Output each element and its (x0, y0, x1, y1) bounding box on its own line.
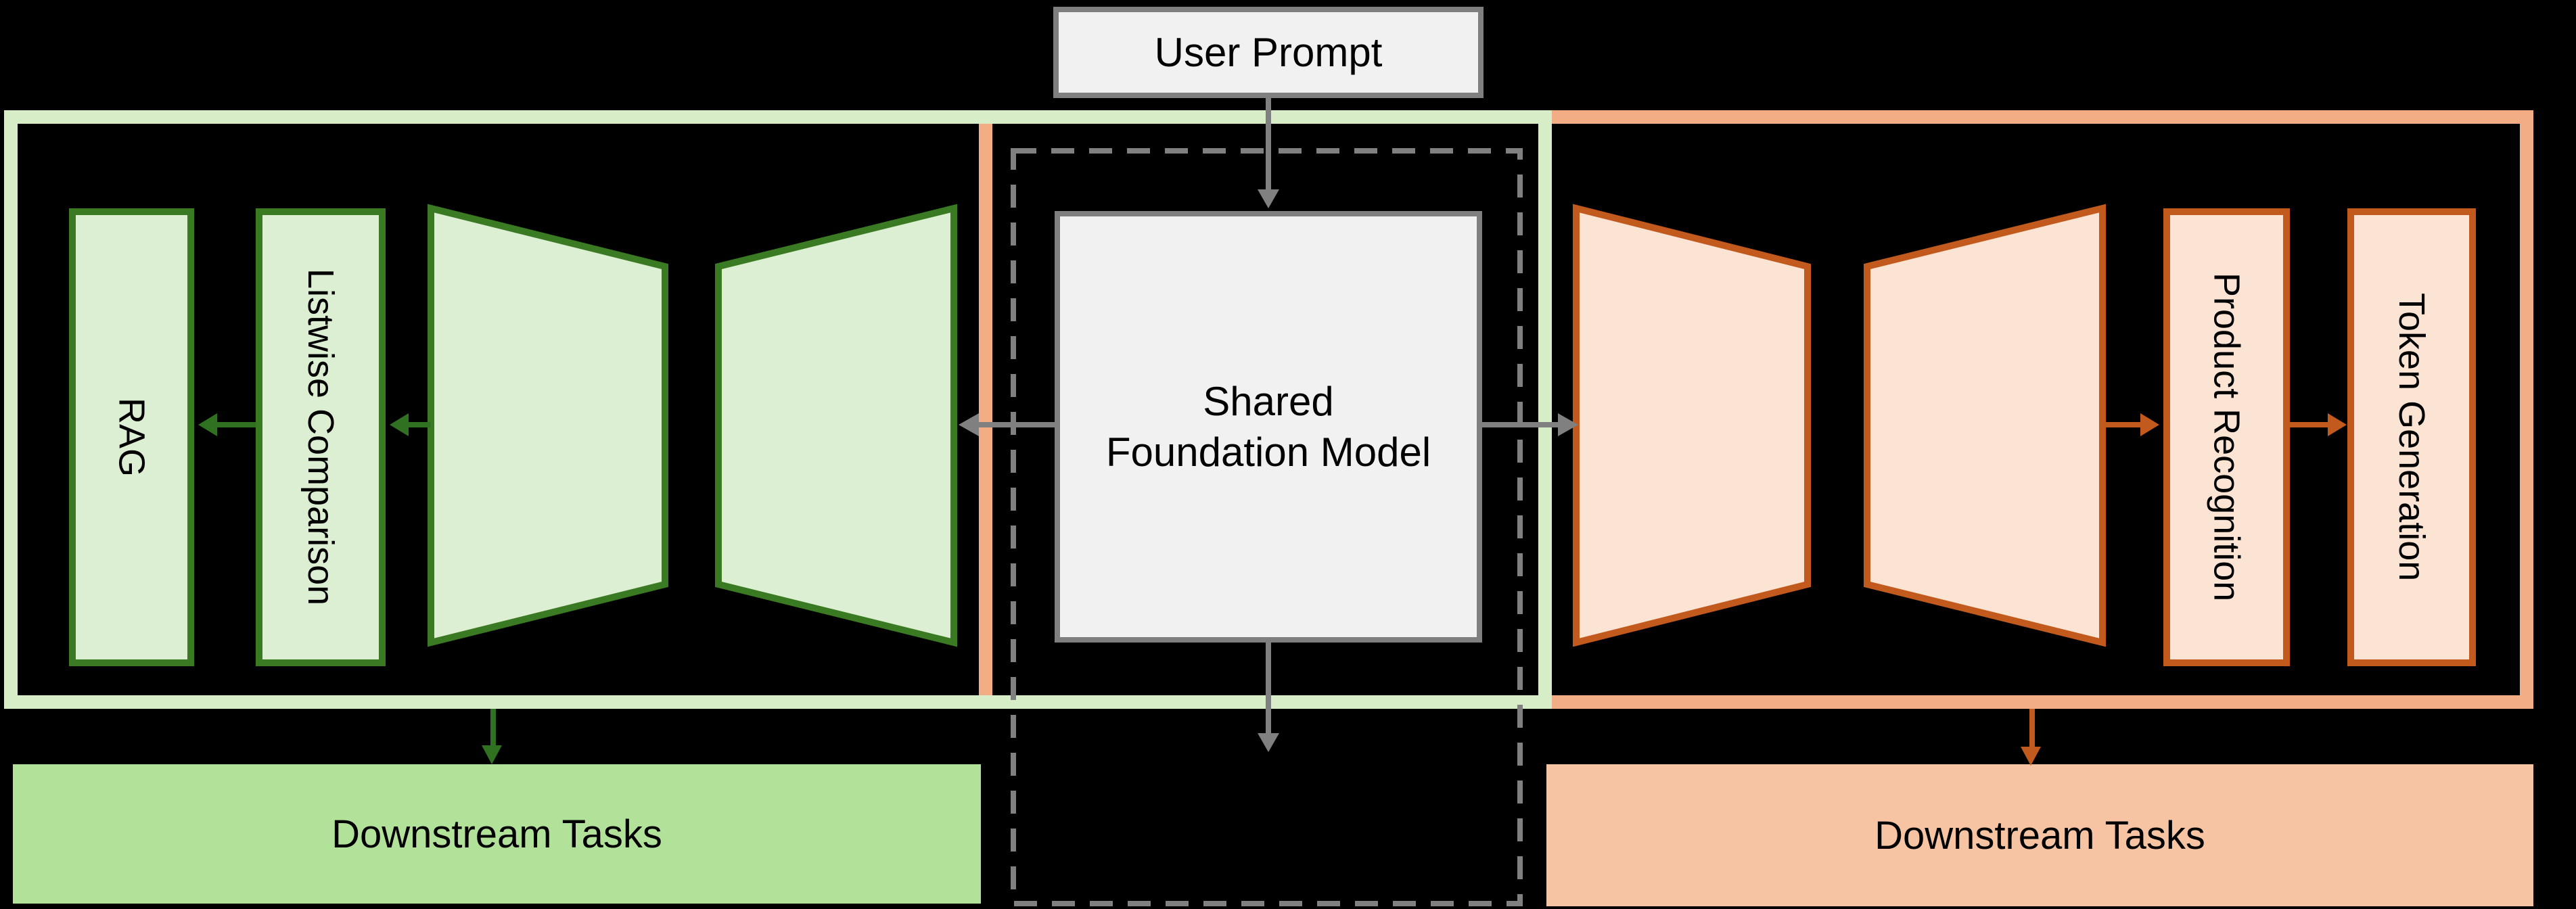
green-downstream-tasks-bar: Downstream Tasks (13, 764, 981, 904)
green-encoder-shape (715, 204, 957, 647)
arrow-right-head (2140, 413, 2159, 436)
user-prompt-label: User Prompt (1154, 30, 1383, 75)
listwise-comparison-label: Listwise Comparison (300, 269, 341, 606)
shared-region-dashed-outline (1011, 148, 1523, 906)
token-generation-box: Token Generation (2347, 208, 2476, 666)
arrow-down-head (1258, 733, 1279, 752)
product-recognition-label: Product Recognition (2206, 273, 2247, 602)
rag-label: RAG (111, 397, 152, 477)
token-generation-label: Token Generation (2391, 293, 2432, 582)
green-encoder-trapezoid (715, 204, 957, 647)
user-prompt-box: User Prompt (1053, 7, 1484, 98)
orange-encoder-shape (1573, 204, 1811, 647)
orange-downstream-tasks-label: Downstream Tasks (1874, 813, 2205, 858)
listwise-comparison-box: Listwise Comparison (256, 208, 386, 666)
orange-decoder-trapezoid (1864, 204, 2106, 647)
green-decoder-shape (428, 204, 668, 647)
arrow-right-head (1558, 413, 1578, 436)
green-decoder-trapezoid (428, 204, 668, 647)
orange-downstream-tasks-bar: Downstream Tasks (1546, 764, 2533, 906)
arrow-left-head (198, 413, 217, 436)
orange-encoder-trapezoid (1573, 204, 1811, 647)
arrow-down-head (2021, 747, 2041, 766)
arrow-down-head (1258, 189, 1279, 208)
dashed-rect (1011, 148, 1523, 906)
arrow-right-head (2328, 413, 2347, 436)
green-downstream-tasks-label: Downstream Tasks (331, 812, 662, 856)
arrow-left-head (390, 413, 409, 436)
orange-decoder-shape (1864, 204, 2106, 647)
shared-foundation-model-box: Shared Foundation Model (1055, 211, 1482, 643)
arrow-left-head (959, 413, 979, 436)
product-recognition-box: Product Recognition (2163, 208, 2290, 666)
arrow-down-head (482, 745, 502, 764)
green-pipeline-container (4, 110, 1552, 709)
shared-foundation-model-label: Shared Foundation Model (1105, 379, 1431, 475)
rag-box: RAG (69, 208, 194, 666)
